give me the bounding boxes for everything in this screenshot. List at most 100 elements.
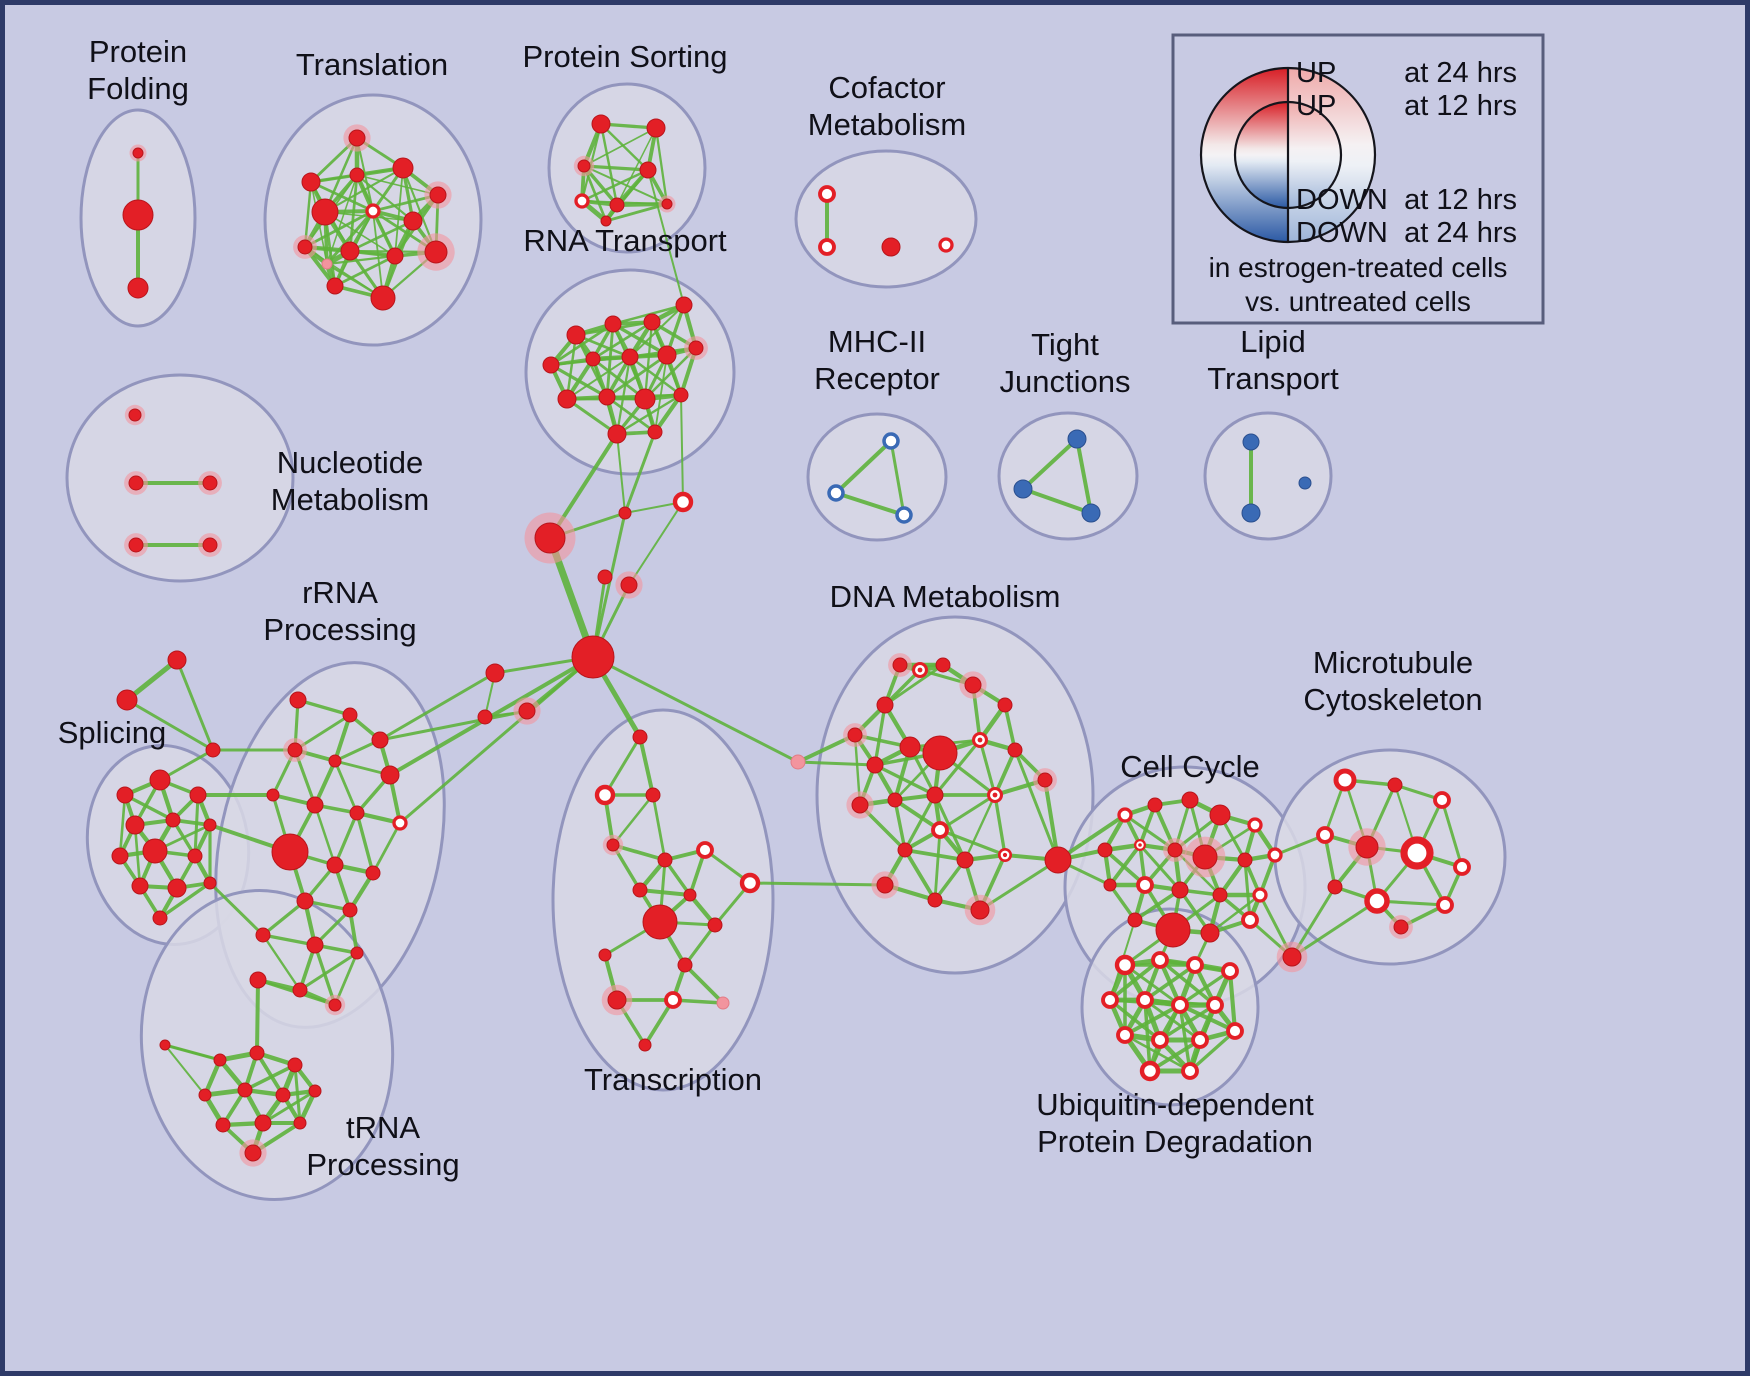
network-edge — [208, 881, 265, 937]
network-node — [594, 784, 616, 806]
network-node — [266, 788, 280, 802]
network-edge — [591, 655, 800, 764]
network-node — [684, 336, 708, 360]
network-node — [1241, 911, 1259, 929]
network-edge — [933, 828, 942, 902]
cluster-label-ubiquitin: Protein Degradation — [1037, 1124, 1313, 1159]
network-node — [598, 388, 616, 406]
network-node — [876, 696, 894, 714]
network-edge — [796, 760, 877, 767]
network-node — [125, 815, 145, 835]
cluster-label-protein_folding: Folding — [87, 71, 189, 106]
network-node — [591, 114, 611, 134]
network-node — [1191, 1031, 1209, 1049]
network-node — [283, 738, 307, 762]
network-node — [998, 848, 1012, 862]
network-node — [557, 389, 577, 409]
network-node — [198, 533, 222, 557]
network-node — [1186, 956, 1204, 974]
network-edge — [1158, 1003, 1217, 1042]
network-edge — [582, 164, 669, 206]
network-node — [237, 1082, 253, 1098]
network-node — [1007, 742, 1023, 758]
network-edge — [605, 322, 615, 399]
network-node — [677, 957, 693, 973]
network-node — [293, 1116, 307, 1130]
network-edge — [1108, 843, 1142, 887]
cluster-label-rrna: Processing — [263, 612, 416, 647]
network-node — [424, 181, 452, 209]
network-node — [1184, 836, 1226, 878]
network-node — [881, 237, 901, 257]
network-node — [927, 892, 943, 908]
network-node — [618, 506, 632, 520]
network-edge — [565, 397, 619, 436]
cluster-ellipse-translation — [263, 93, 483, 347]
network-edge — [261, 1089, 317, 1125]
network-node — [365, 203, 381, 219]
network-node — [326, 277, 344, 295]
network-node — [645, 787, 661, 803]
network-node — [1209, 804, 1231, 826]
legend-inner-ring-right — [1288, 102, 1341, 208]
network-edge — [638, 735, 655, 797]
network-edge — [938, 828, 1007, 857]
network-node — [306, 936, 324, 954]
network-edge — [683, 923, 717, 967]
network-node — [417, 233, 455, 271]
network-edge — [652, 392, 684, 435]
network-edge — [628, 501, 684, 586]
network-edge — [355, 811, 375, 875]
network-edge — [651, 793, 667, 862]
network-node — [293, 235, 317, 259]
network-node — [255, 927, 271, 943]
network-node — [1134, 839, 1146, 851]
network-node — [1436, 896, 1454, 914]
network-node — [922, 735, 958, 771]
network-edge — [638, 888, 692, 897]
network-edge — [348, 219, 415, 253]
network-node — [997, 697, 1013, 713]
network-node — [602, 834, 624, 856]
network-node — [275, 1087, 291, 1103]
network-node — [931, 821, 949, 839]
network-node — [1136, 991, 1154, 1009]
network-node — [205, 742, 221, 758]
network-node — [1081, 503, 1101, 523]
network-edge — [261, 899, 307, 937]
network-node — [818, 238, 836, 256]
network-node — [1013, 479, 1033, 499]
network-node — [1389, 915, 1413, 939]
legend-inner-ring-left — [1235, 102, 1288, 208]
network-node — [639, 161, 657, 179]
network-edge — [683, 963, 725, 1005]
network-edge — [323, 166, 405, 214]
network-node — [380, 765, 400, 785]
network-node — [239, 1139, 267, 1167]
nodes-layer — [111, 114, 1471, 1167]
network-edge — [243, 1063, 297, 1092]
cluster-ellipse-trna — [139, 889, 395, 1201]
cluster-label-microtubule: Microtubule — [1313, 645, 1473, 680]
network-edge — [582, 164, 650, 172]
network-node — [159, 1039, 171, 1051]
network-edge — [255, 978, 260, 1055]
network-node — [643, 313, 661, 331]
network-edge — [378, 709, 529, 742]
network-node — [1267, 847, 1283, 863]
network-node — [386, 247, 404, 265]
network-edge — [566, 356, 631, 400]
network-edge — [580, 168, 650, 203]
network-node — [198, 471, 222, 495]
network-node — [542, 356, 560, 374]
cluster-label-trna: tRNA — [346, 1110, 420, 1145]
network-node — [1114, 954, 1136, 976]
legend-direction-label: UP — [1296, 57, 1336, 89]
network-edge — [903, 848, 967, 862]
legend-time-label: at 12 hrs — [1404, 90, 1517, 122]
network-node — [573, 155, 595, 177]
network-edge — [599, 122, 619, 207]
network-edge — [889, 439, 906, 517]
network-node — [675, 296, 693, 314]
network-node — [632, 729, 648, 745]
